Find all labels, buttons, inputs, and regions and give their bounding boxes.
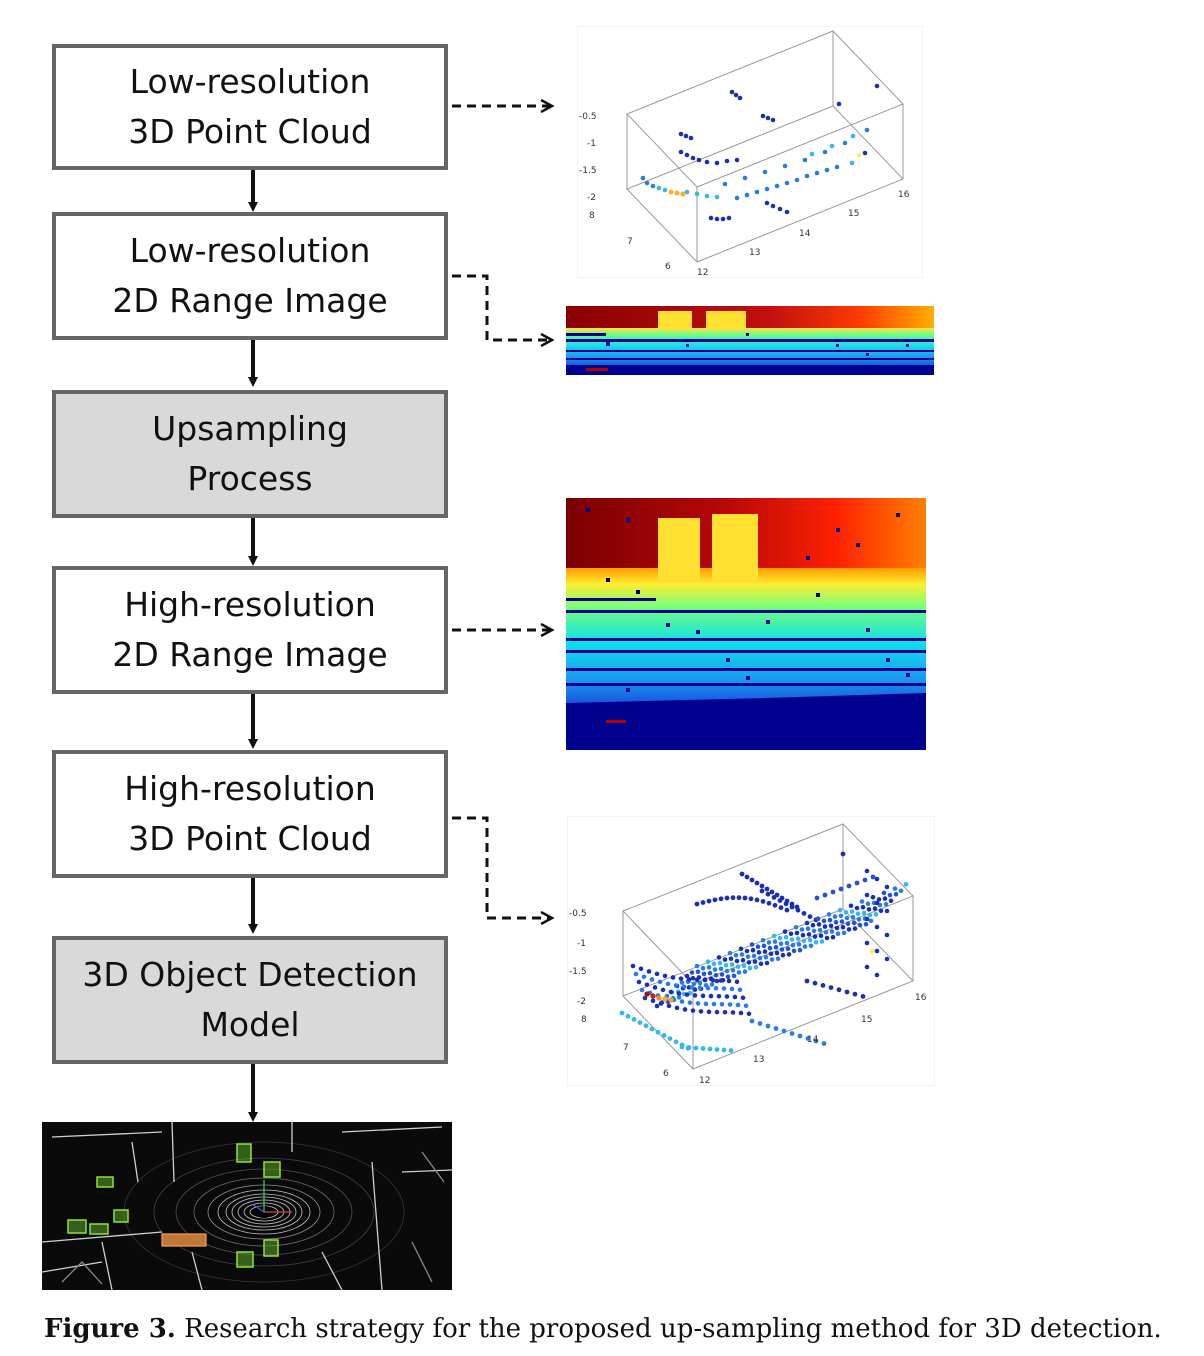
scene-structures	[42, 1122, 452, 1290]
box-detection-model: 3D Object Detection Model	[52, 936, 448, 1064]
x-tick: 16	[915, 993, 927, 1003]
x-tick: 13	[753, 1055, 764, 1065]
box-line: 2D Range Image	[112, 635, 388, 674]
x-tick: 15	[861, 1015, 872, 1025]
box-line: 3D Point Cloud	[128, 819, 372, 858]
box-line: 3D Point Cloud	[128, 112, 372, 151]
y-tick: 7	[623, 1043, 629, 1053]
detected-car-boxes	[67, 1143, 281, 1268]
caption-label: Figure 3.	[44, 1314, 176, 1344]
low-res-range-image	[566, 306, 934, 375]
z-tick: -2	[587, 193, 596, 203]
box-high-res-range-image: High-resolution 2D Range Image	[52, 566, 448, 694]
box-low-res-point-cloud: Low-resolution 3D Point Cloud	[52, 44, 448, 170]
x-tick: 12	[699, 1076, 710, 1086]
dashed-links	[452, 106, 552, 918]
z-tick: -1	[587, 139, 596, 149]
dashed-link-4	[452, 816, 552, 918]
car-box	[236, 1143, 252, 1163]
x-tick: 16	[898, 190, 910, 200]
high-res-point-cloud-plot: -0.5 -1 -1.5 -2 8 7 6 12 13 14 15 16	[567, 816, 935, 1086]
dashed-link-2	[452, 274, 552, 340]
z-tick: -0.5	[579, 112, 597, 122]
high-res-range-image	[566, 498, 926, 750]
x-tick: 14	[807, 1035, 819, 1045]
car-box	[236, 1251, 254, 1268]
car-box	[96, 1176, 114, 1188]
box-high-res-point-cloud: High-resolution 3D Point Cloud	[52, 750, 448, 878]
y-tick: 8	[589, 211, 595, 221]
axis-ticks: -0.5 -1 -1.5 -2 8 7 6 12 13 14 15 16	[569, 909, 927, 1086]
axis-ticks: -0.5 -1 -1.5 -2 8 7 6 12 13 14 15 16	[579, 112, 910, 278]
y-tick: 6	[663, 1069, 669, 1079]
figure-caption: Figure 3. Research strategy for the prop…	[44, 1314, 1194, 1344]
car-box	[89, 1223, 109, 1235]
z-tick: -1.5	[569, 967, 587, 977]
plot-points	[619, 851, 909, 1053]
box-low-res-range-image: Low-resolution 2D Range Image	[52, 212, 448, 340]
z-tick: -0.5	[569, 909, 587, 919]
ego-axes	[251, 1180, 292, 1213]
y-tick: 8	[581, 1015, 587, 1025]
low-res-point-cloud-plot: -0.5 -1 -1.5 -2 8 7 6 12 13 14 15 16	[577, 26, 923, 278]
plot-points	[640, 83, 880, 222]
plot-box-frame	[626, 30, 904, 263]
y-tick: 6	[665, 262, 671, 272]
box-line: 3D Object Detection	[82, 955, 418, 994]
z-tick: -1.5	[579, 166, 597, 176]
car-box	[263, 1239, 279, 1257]
detection-result-image	[42, 1122, 452, 1290]
box-line: Model	[200, 1005, 300, 1044]
box-line: Low-resolution	[129, 231, 371, 270]
car-box	[263, 1161, 281, 1178]
car-box	[113, 1209, 129, 1223]
box-upsampling-process: Upsampling Process	[52, 390, 448, 518]
x-tick: 13	[749, 248, 760, 258]
detected-object-box	[161, 1233, 207, 1247]
box-line: 2D Range Image	[112, 281, 388, 320]
box-line: Upsampling	[152, 409, 348, 448]
z-tick: -2	[577, 997, 586, 1007]
y-tick: 7	[627, 237, 633, 247]
caption-text: Research strategy for the proposed up-sa…	[175, 1314, 1162, 1344]
car-box	[67, 1219, 87, 1234]
x-tick: 14	[799, 229, 811, 239]
box-line: High-resolution	[124, 585, 376, 624]
plot-box-frame	[622, 823, 914, 1070]
z-tick: -1	[577, 939, 586, 949]
box-line: Low-resolution	[129, 62, 371, 101]
x-tick: 15	[848, 209, 859, 219]
box-line: Process	[187, 459, 313, 498]
box-line: High-resolution	[124, 769, 376, 808]
x-tick: 12	[697, 268, 708, 278]
